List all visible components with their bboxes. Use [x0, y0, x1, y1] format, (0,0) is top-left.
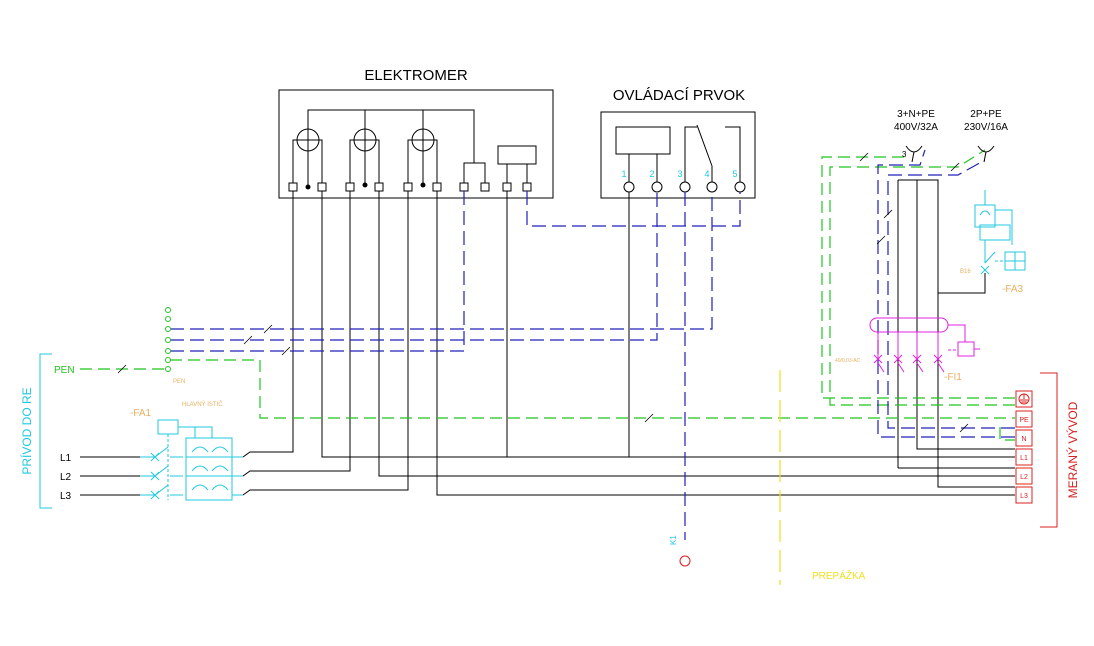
output-terminal-l3: L3	[1020, 493, 1028, 500]
socket-3phase	[905, 145, 923, 163]
output-terminal-l2: L2	[1020, 474, 1028, 481]
measured-side-label: MERANÝ VÝVOD	[1065, 401, 1080, 498]
pen-terminal-strip	[165, 307, 171, 372]
control-box	[600, 111, 756, 199]
k1-terminal	[679, 555, 691, 567]
socket3-number: 3	[902, 150, 907, 159]
partition-label: PREPÁŽKA	[812, 569, 866, 582]
fi1-label: -FI1	[944, 372, 962, 383]
output-terminal-l1: L1	[1020, 455, 1028, 462]
output-terminal-pe: PE	[1019, 417, 1029, 424]
pen-small-label: PEN	[173, 379, 185, 385]
rcd-fi1	[869, 317, 980, 373]
output-terminals	[1015, 372, 1058, 528]
socket3-rating: 400V/32A	[894, 122, 938, 133]
main-breaker	[140, 419, 243, 501]
conductor-marks	[117, 152, 969, 433]
measured-bracket	[1040, 372, 1058, 528]
power-wiring	[80, 179, 1015, 496]
terminal-pe	[1015, 410, 1033, 428]
control-title: OVLÁDACÍ PRVOK	[613, 87, 745, 104]
fa1-label: -FA1	[130, 408, 152, 419]
terminal-l1	[1015, 448, 1033, 466]
fa3-label: -FA3	[1002, 284, 1024, 295]
main-breaker-label: HLAVNÝ ISTIČ	[182, 401, 223, 408]
socket2-rating: 230V/16A	[964, 122, 1008, 133]
meter-title: ELEKTROMER	[364, 67, 468, 84]
control-pin-2: 2	[649, 169, 654, 179]
terminal-l2	[1015, 467, 1033, 485]
supply-side-label: PRÍVOD DO RE	[19, 387, 34, 474]
control-coil	[615, 126, 671, 155]
socket2-type: 2P+PE	[970, 109, 1002, 120]
supply-line-l1: L1	[60, 453, 72, 464]
terminal-l3	[1015, 486, 1033, 504]
meter-box	[278, 89, 554, 199]
socket3-type: 3+N+PE	[897, 109, 935, 120]
pe-wiring	[80, 149, 1015, 441]
control-pin-1: 1	[621, 169, 626, 179]
supply-line-l3: L3	[60, 491, 72, 502]
meter-relay	[497, 145, 537, 165]
supply-bracket	[39, 353, 52, 509]
control-pin-3: 3	[677, 169, 682, 179]
mcb-fa3	[974, 190, 1026, 275]
output-terminal-n: N	[1021, 436, 1026, 443]
b16-label: B16	[960, 269, 971, 275]
electricity-meter	[278, 89, 554, 199]
supply-line-l2: L2	[60, 472, 72, 483]
supply-side	[39, 307, 243, 509]
control-pin-5: 5	[732, 169, 737, 179]
k1-label: K1	[669, 535, 678, 545]
pen-label: PEN	[54, 365, 75, 376]
control-element	[600, 111, 756, 199]
neutral-wiring	[170, 149, 1015, 540]
fi1-rating: 40/0,03-AC	[835, 358, 861, 364]
terminal-n	[1015, 429, 1033, 447]
socket-1phase	[977, 145, 995, 163]
control-pin-4: 4	[704, 169, 709, 179]
control-pin-numbers: 1 2 3 4 5	[621, 169, 737, 179]
